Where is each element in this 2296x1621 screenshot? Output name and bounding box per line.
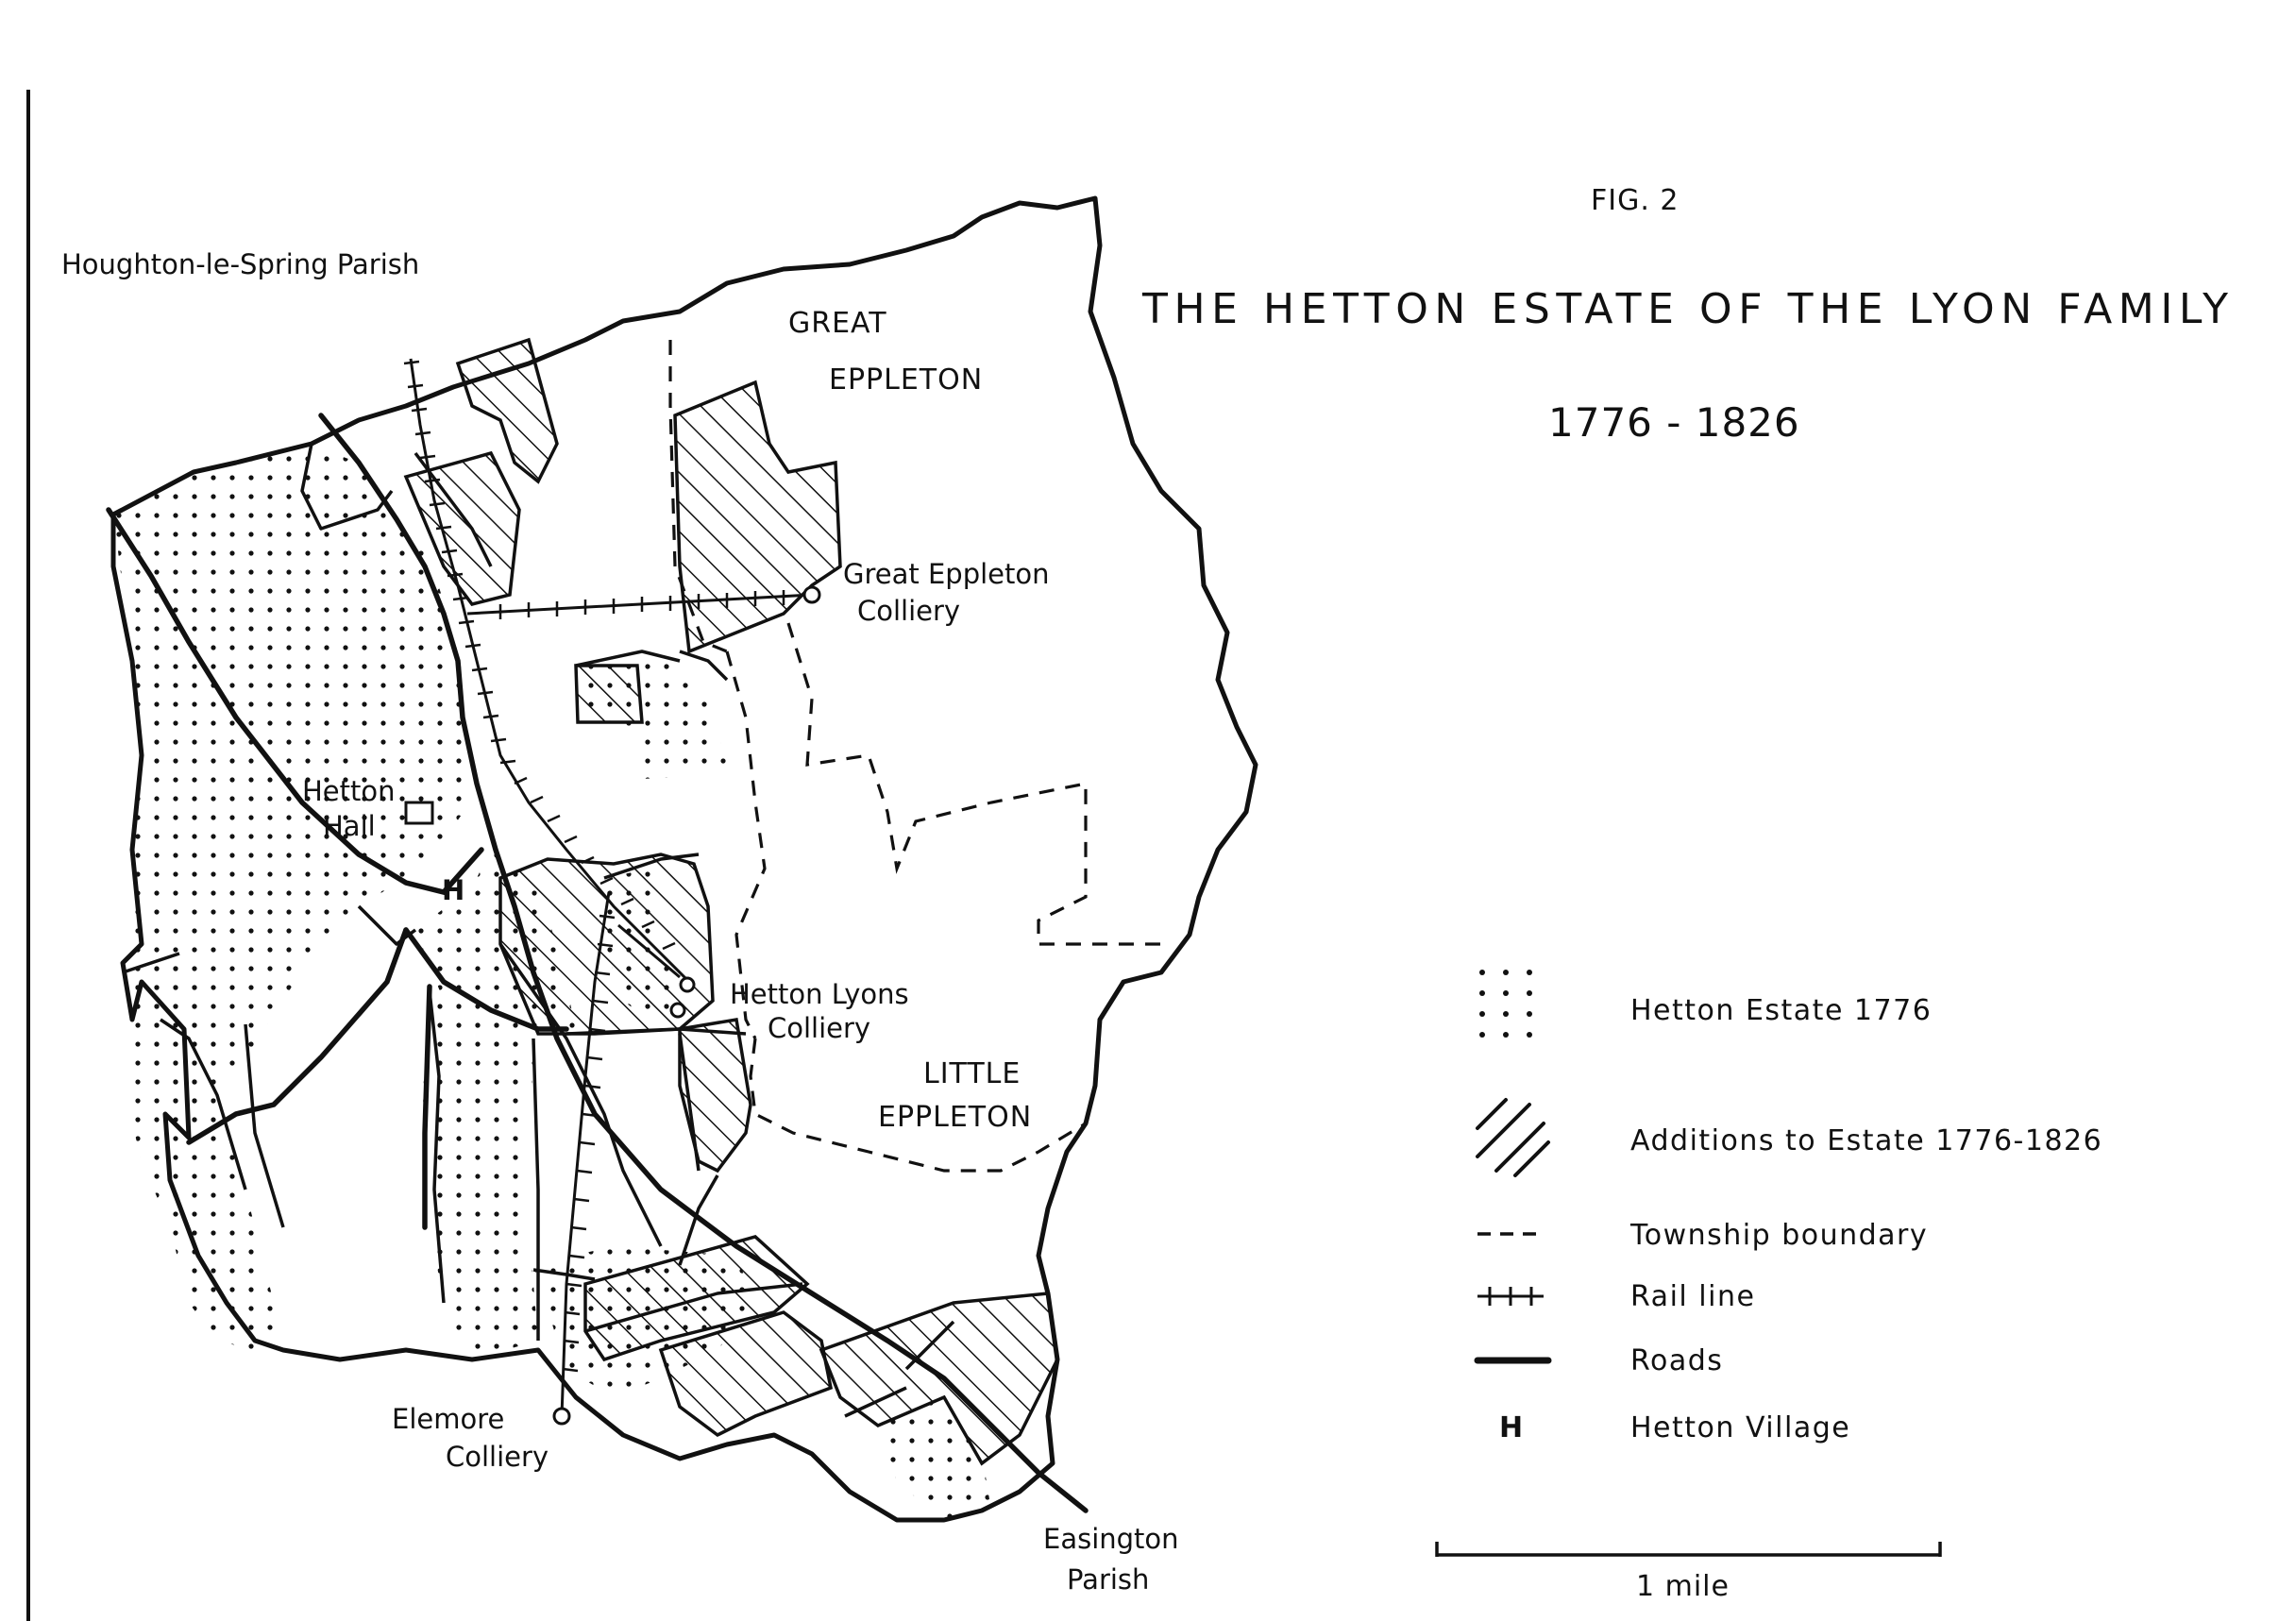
elemore-colliery-label-1: Elemore bbox=[392, 1403, 504, 1435]
easington-parish-label-2: Parish bbox=[1067, 1563, 1149, 1596]
hetton-hall-label-1: Hetton bbox=[302, 775, 396, 807]
elemore-colliery-marker bbox=[552, 1407, 571, 1426]
legend-label-estate-1776: Hetton Estate 1776 bbox=[1630, 994, 1932, 1027]
hetton-lyons-colliery-marker-2 bbox=[669, 1002, 686, 1019]
hetton-lyons-colliery-label-2: Colliery bbox=[768, 1012, 870, 1044]
legend-h-symbol: H bbox=[1499, 1411, 1525, 1444]
legend: Hetton Estate 1776 Additions to Estate 1… bbox=[1474, 970, 2102, 1444]
legend-dots-symbol bbox=[1479, 970, 1532, 1038]
roads bbox=[106, 413, 1089, 1513]
great-eppleton-label-1: GREAT bbox=[788, 307, 887, 340]
rail-lines bbox=[403, 358, 813, 1417]
hetton-lyons-colliery-label-1: Hetton Lyons bbox=[730, 978, 909, 1010]
township-boundaries bbox=[668, 340, 1171, 1173]
hetton-hall-label-2: Hall bbox=[323, 810, 376, 842]
great-eppleton-colliery-label-1: Great Eppleton bbox=[843, 558, 1050, 590]
great-eppleton-colliery-marker bbox=[802, 585, 821, 604]
legend-hatch-symbol bbox=[1476, 1098, 1550, 1177]
legend-rail-symbol bbox=[1477, 1287, 1544, 1306]
great-eppleton-label-2: EPPLETON bbox=[829, 363, 983, 397]
legend-label-township: Township boundary bbox=[1629, 1219, 1928, 1252]
hetton-hall-building-icon bbox=[404, 801, 434, 825]
hetton-lyons-colliery-marker-1 bbox=[679, 976, 696, 993]
legend-label-village: Hetton Village bbox=[1630, 1411, 1850, 1444]
colliery-markers bbox=[552, 585, 821, 1426]
elemore-colliery-label-2: Colliery bbox=[446, 1441, 549, 1473]
houghton-parish-label: Houghton-le-Spring Parish bbox=[61, 248, 419, 280]
little-eppleton-label-2: EPPLETON bbox=[878, 1101, 1032, 1134]
easington-parish-label-1: Easington bbox=[1043, 1523, 1179, 1555]
little-eppleton-label-1: LITTLE bbox=[923, 1057, 1021, 1090]
map-title: THE HETTON ESTATE OF THE LYON FAMILY bbox=[1141, 285, 2230, 333]
great-eppleton-colliery-label-2: Colliery bbox=[857, 595, 960, 627]
legend-label-rail: Rail line bbox=[1630, 1280, 1755, 1313]
scale-label: 1 mile bbox=[1636, 1570, 1730, 1603]
figure-label: FIG. 2 bbox=[1591, 184, 1680, 217]
scale-bar bbox=[1435, 1542, 1942, 1557]
legend-label-roads: Roads bbox=[1630, 1344, 1723, 1377]
legend-label-additions: Additions to Estate 1776-1826 bbox=[1630, 1124, 2102, 1157]
hetton-village-marker: H bbox=[442, 874, 464, 906]
map-years: 1776 - 1826 bbox=[1548, 399, 1800, 446]
